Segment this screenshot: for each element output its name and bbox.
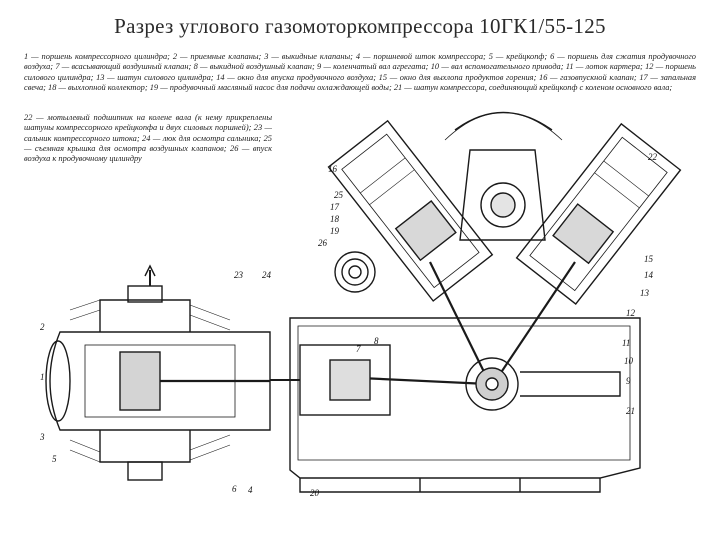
callout-25: 25 <box>334 190 344 200</box>
power-cylinder-right <box>515 122 682 306</box>
callout-12: 12 <box>626 308 636 318</box>
callout-8: 8 <box>374 336 379 346</box>
slide-title: Разрез углового газомоторкомпрессора 10Г… <box>114 14 606 38</box>
callout-21: 21 <box>626 406 635 416</box>
callout-3: 3 <box>39 432 45 442</box>
callout-24: 24 <box>262 270 272 280</box>
callout-15: 15 <box>644 254 654 264</box>
exhaust-collector <box>444 111 563 241</box>
callout-19: 19 <box>330 226 340 236</box>
callout-9: 9 <box>626 376 631 386</box>
callout-10: 10 <box>624 356 634 366</box>
legend-text-continued: 22 — мотылевый подшипник на колене вала … <box>24 113 272 164</box>
crankshaft <box>465 357 621 411</box>
callout-20: 20 <box>310 488 320 498</box>
callout-18: 18 <box>330 214 340 224</box>
power-cylinder-left <box>327 119 494 302</box>
callout-16: 16 <box>328 164 338 174</box>
valve-blocks <box>69 299 231 463</box>
callout-26: 26 <box>318 238 328 248</box>
connecting-rods <box>359 261 576 386</box>
crosshead-guide <box>270 344 391 416</box>
callout-13: 13 <box>640 288 650 298</box>
callout-11: 11 <box>622 338 630 348</box>
callout-23: 23 <box>234 270 244 280</box>
coil-spring <box>334 251 376 293</box>
callout-labels: 1 2 3 4 5 6 7 8 9 10 11 12 13 14 15 16 1… <box>39 152 658 498</box>
callout-6: 6 <box>232 484 237 494</box>
callout-14: 14 <box>644 270 654 280</box>
callout-22: 22 <box>648 152 658 162</box>
crankcase-base <box>289 317 641 493</box>
callout-2: 2 <box>40 322 45 332</box>
legend-text: 1 — поршень компрессорного цилиндра; 2 —… <box>24 52 696 92</box>
callout-5: 5 <box>52 454 57 464</box>
callout-7: 7 <box>356 344 361 354</box>
callout-1: 1 <box>40 372 45 382</box>
callout-4: 4 <box>248 485 253 495</box>
callout-17: 17 <box>330 202 340 212</box>
compressor-cylinder-left <box>45 264 271 481</box>
